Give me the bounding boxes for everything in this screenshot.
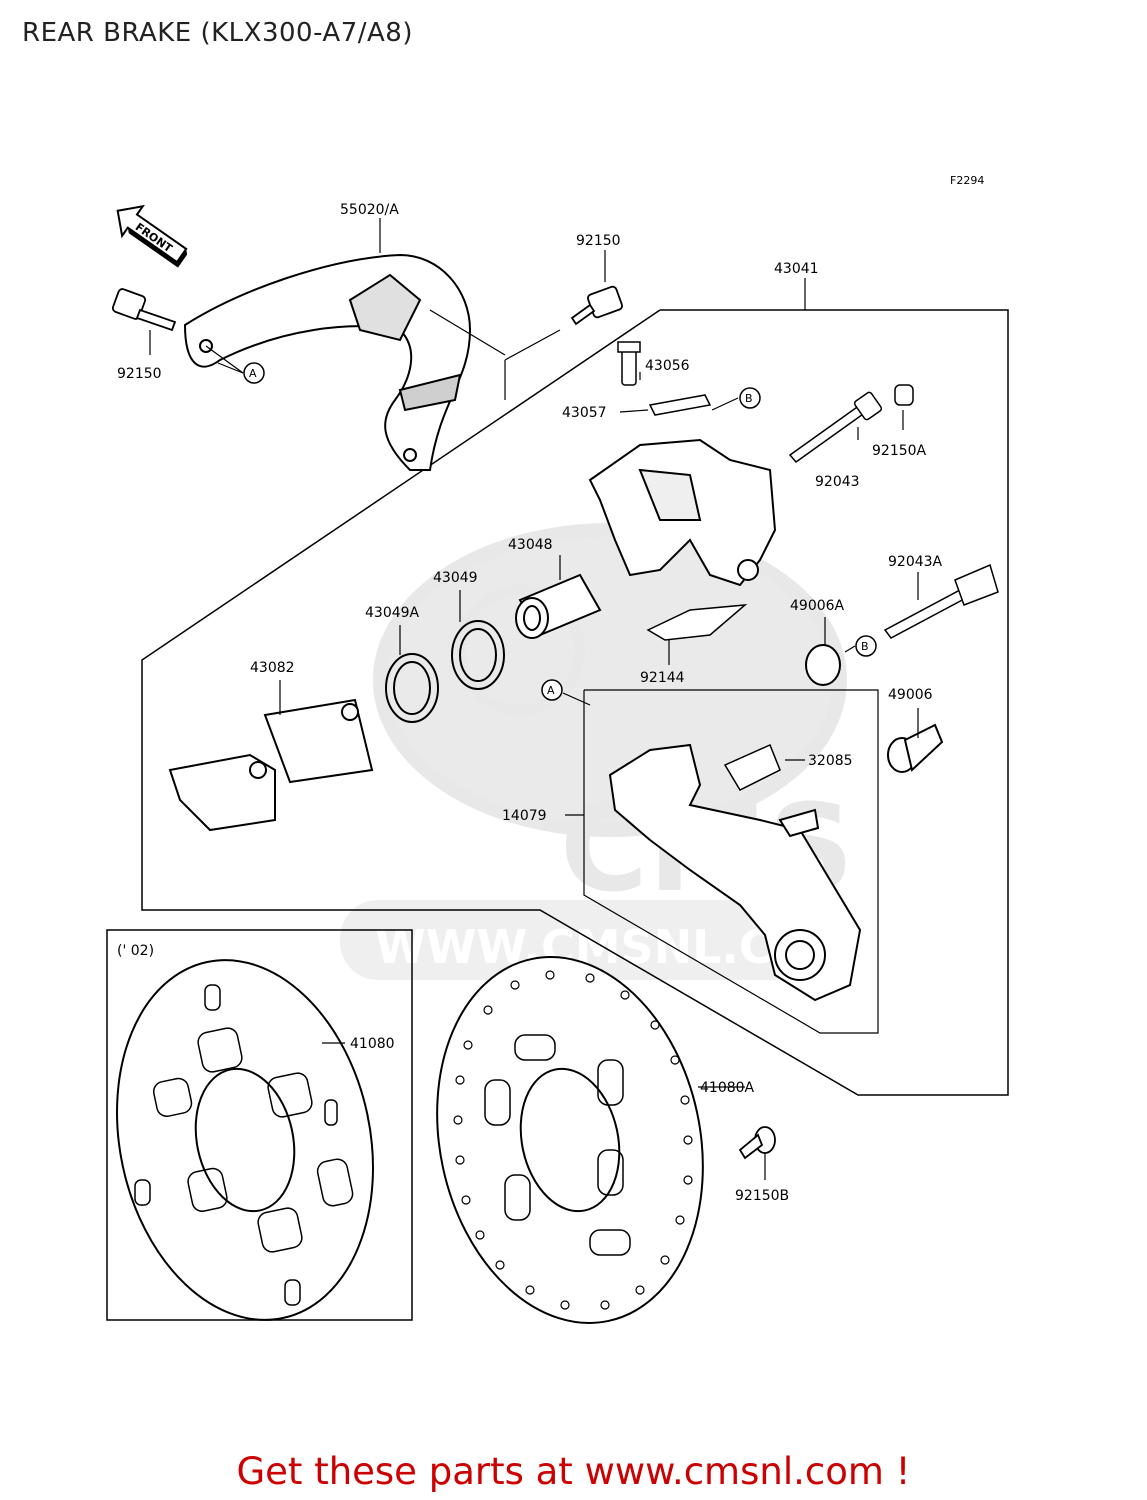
watermark: CMS WWW.CMSNL.COM [340,523,858,980]
part-label-14079: 14079 [502,808,547,824]
part-label-41080: 41080 [350,1036,395,1052]
front-arrow-icon: FRONT [116,204,188,268]
part-label-43056: 43056 [645,358,690,374]
part-label-92150a: 92150A [872,443,927,459]
variant-label: (' 02) [117,943,154,959]
bolt-92150-left [111,288,177,332]
shop-link[interactable]: Get these parts at www.cmsnl.com ! [236,1450,911,1493]
callout-b-pin: B [855,635,877,657]
part-label-92043: 92043 [815,474,860,490]
part-label-92150-left: 92150 [117,366,162,382]
part-label-49006: 49006 [888,687,933,703]
part-label-43041: 43041 [774,261,819,277]
bolt-92150b [738,1126,776,1160]
plate-43057 [648,394,712,416]
part-label-55020a: 55020/A [340,202,399,218]
seal-43049a [385,653,439,723]
caliper-guard [183,253,472,471]
callout-a-guard-label: A [249,367,257,380]
callout-b-caliper: B [739,387,761,409]
part-label-41080a: 41080A [700,1080,755,1096]
seal-43049 [451,620,505,690]
part-label-43049: 43049 [433,570,478,586]
bolt-92150-top [570,285,623,326]
figure-code: F2294 [950,174,984,187]
part-label-43082: 43082 [250,660,295,676]
boot-49006 [887,723,944,773]
part-label-43048: 43048 [508,537,553,553]
clip-32085 [723,743,781,791]
leader-lines [149,218,919,1180]
part-label-49006a: 49006A [790,598,845,614]
pin-92043a [883,563,999,639]
part-label-92150-top: 92150 [576,233,621,249]
brake-pads [168,698,374,832]
part-label-92043a: 92043A [888,554,943,570]
assembly-outline-43041 [141,309,1009,1096]
cap-92150a [894,384,914,406]
part-label-92144: 92144 [640,670,685,686]
callout-a-bracket: A [541,679,563,701]
callout-b-caliper-label: B [745,392,753,405]
part-label-43057: 43057 [562,405,607,421]
callout-a-guard: A [243,362,265,384]
bracket-outline-14079 [583,689,879,1034]
caliper-bracket [608,743,862,1002]
caliper-body [588,438,777,587]
bleeder-valve [617,341,641,386]
part-label-92150b: 92150B [735,1188,789,1204]
brake-disc-41080 [116,959,374,1321]
part-label-43049a: 43049A [365,605,420,621]
boot-49006a [805,644,841,686]
page-title: REAR BRAKE (KLX300-A7/A8) [22,18,413,48]
callout-a-bracket-label: A [547,684,555,697]
part-labels: 55020/A 92150 43041 92150 43056 43057 92… [117,202,943,1204]
piston-43048 [515,573,602,639]
part-label-32085: 32085 [808,753,853,769]
callout-b-pin-label: B [861,640,869,653]
spring-92144 [646,604,748,641]
brake-disc-41080a [436,956,704,1324]
pin-92043 [788,391,883,464]
